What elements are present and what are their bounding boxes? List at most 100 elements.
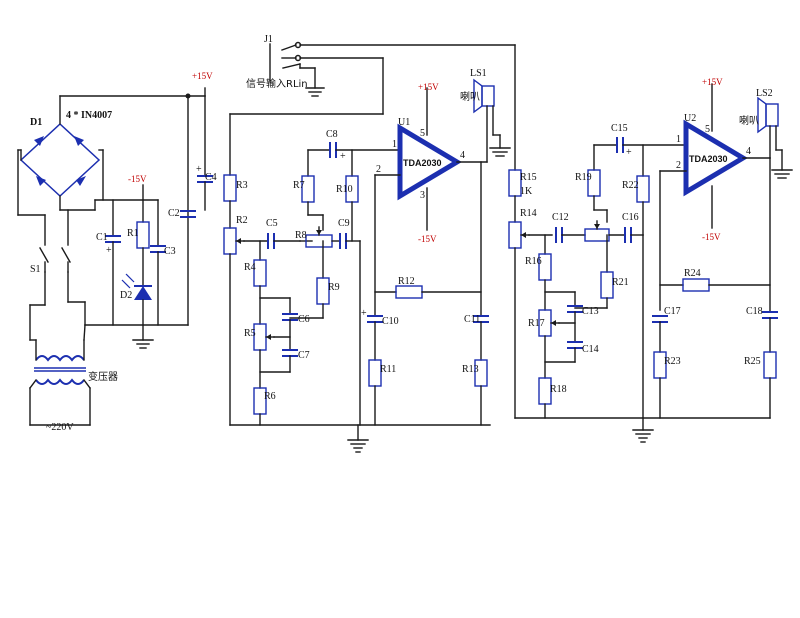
ground-symbol-ps: [132, 339, 154, 349]
label-transformer: 变压器: [88, 370, 118, 383]
label-r19: R19: [575, 172, 592, 183]
label-u1-part: TDA2030: [403, 158, 442, 168]
amplifier-u2: [683, 119, 748, 197]
label-u2-part: TDA2030: [689, 154, 728, 164]
resistor-r24: [682, 278, 710, 292]
label-u2-pin4: 4: [746, 146, 751, 157]
capacitor-c6: [282, 313, 298, 321]
label-s1: S1: [30, 264, 41, 275]
potentiometer-r2: [223, 227, 237, 255]
label-r2: R2: [236, 215, 248, 226]
label-r1: R1: [127, 228, 139, 239]
label-plus-c15: +: [626, 147, 632, 158]
label-u2-pin5: 5: [705, 124, 710, 135]
capacitor-c5: [267, 233, 275, 249]
label-ls1: LS1: [470, 68, 487, 79]
label-r13: R13: [462, 364, 479, 375]
transformer: [29, 324, 86, 385]
label-r8: R8: [295, 230, 307, 241]
capacitor-c12: [555, 227, 563, 243]
label-c10: C10: [382, 316, 399, 327]
resistor-r25: [763, 351, 777, 379]
resistor-r1: [136, 221, 150, 249]
label-j1: J1: [264, 34, 273, 45]
label-r23: R23: [664, 356, 681, 367]
potentiometer-r5: [253, 323, 267, 351]
label-r9: R9: [328, 282, 340, 293]
label-u2-pin2: 2: [676, 160, 681, 171]
label-u1-pin4: 4: [460, 150, 465, 161]
label-r14: R14: [520, 208, 537, 219]
label-bridge-note: 4 * IN4007: [66, 110, 112, 121]
label-c6: C6: [298, 314, 310, 325]
resistor-r22: [636, 175, 650, 203]
speaker-ls1: [473, 78, 495, 114]
label-plus-c1: +: [106, 245, 112, 256]
label-ls2: LS2: [756, 88, 773, 99]
label-mains: ~220V: [46, 422, 74, 433]
label-r17: R17: [528, 318, 545, 329]
label-u2-vpos: +15V: [702, 77, 723, 87]
label-u1-vpos: +15V: [418, 82, 439, 92]
label-c13: C13: [582, 306, 599, 317]
label-c12: C12: [552, 212, 569, 223]
speaker-ls2: [757, 96, 779, 134]
label-u1-vneg: -15V: [418, 234, 437, 244]
potentiometer-r14: [508, 221, 522, 249]
resistor-r12: [395, 285, 423, 299]
label-d1: D1: [30, 117, 42, 128]
ground-symbol-ls2: [771, 169, 793, 179]
label-r15: R15: [520, 172, 537, 183]
capacitor-c8: [329, 142, 337, 158]
label-u1-pin5: 5: [420, 128, 425, 139]
label-r18: R18: [550, 384, 567, 395]
capacitor-c13: [567, 305, 583, 313]
capacitor-c7: [282, 349, 298, 357]
label-plus-c8: +: [340, 151, 346, 162]
label-r21: R21: [612, 277, 629, 288]
label-c7: C7: [298, 350, 310, 361]
label-r4: R4: [244, 262, 256, 273]
label-signal-input: 信号输入RLin: [246, 77, 308, 90]
label-c4: C4: [205, 172, 217, 183]
ground-symbol-left: [347, 439, 369, 453]
left-channel-section: R3 R2 C5 R4 C6 R5: [223, 68, 511, 453]
label-c3: C3: [164, 246, 176, 257]
label-c16: C16: [622, 212, 639, 223]
capacitor-c18: [762, 311, 778, 319]
label-c15: C15: [611, 123, 628, 134]
resistor-r4: [253, 259, 267, 287]
power-supply-section: D1 4 * IN4007 +15V + C4 C2: [17, 71, 217, 433]
label-u1: U1: [398, 117, 410, 128]
label-r3: R3: [236, 180, 248, 191]
label-r5: R5: [244, 328, 256, 339]
input-jack-section: J1 信号输入RLin: [229, 34, 516, 176]
label-plus-c10: +: [361, 308, 367, 319]
ground-symbol-ls1: [489, 147, 511, 157]
label-c5: C5: [266, 218, 278, 229]
label-c8: C8: [326, 129, 338, 140]
label-r7: R7: [293, 180, 305, 191]
label-c2: C2: [168, 208, 180, 219]
capacitor-c2: [180, 210, 196, 218]
label-r10: R10: [336, 184, 353, 195]
resistor-r3: [223, 174, 237, 202]
label-minus15-supply: -15V: [128, 174, 147, 184]
right-channel-section: R15 1K R14 C12 R16 C13: [508, 44, 793, 443]
capacitor-c9: [339, 233, 347, 249]
label-r15-value: 1K: [520, 186, 533, 197]
label-c17: C17: [664, 306, 681, 317]
label-u1-pin3: 3: [420, 190, 425, 201]
label-r12: R12: [398, 276, 415, 287]
label-r11: R11: [380, 364, 396, 375]
label-r22: R22: [622, 180, 639, 191]
amplifier-u1: [397, 123, 462, 201]
label-c11: C11: [464, 314, 480, 325]
label-c14: C14: [582, 344, 599, 355]
label-u2: U2: [684, 113, 696, 124]
label-c1: C1: [96, 232, 108, 243]
label-ls2-speaker: 喇叭: [739, 115, 759, 127]
capacitor-c16: [624, 227, 632, 243]
label-plus15-supply: +15V: [192, 71, 213, 81]
